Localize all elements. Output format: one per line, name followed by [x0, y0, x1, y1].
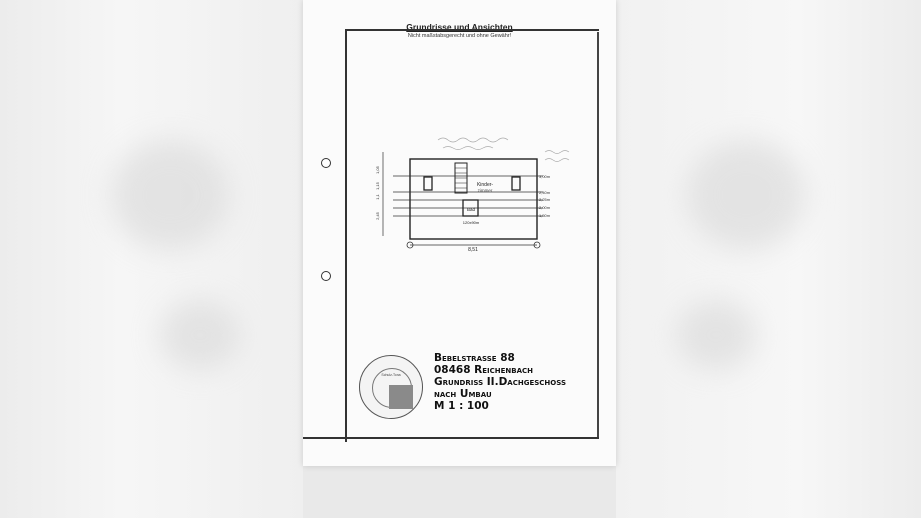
- stamp-text: Schulz-Tona: [381, 373, 401, 377]
- scale-label: M 1 : 100: [434, 400, 489, 412]
- window-right: [511, 176, 521, 191]
- dim-label: 2,45: [375, 211, 380, 220]
- sheet-disclaimer: Nicht maßstabsgerecht und ohne Gewähr!: [407, 33, 512, 39]
- height-label: 3,00m: [539, 174, 551, 179]
- handwritten-note: [544, 150, 570, 154]
- frame-line: [345, 29, 347, 442]
- handwritten-note: [442, 146, 494, 150]
- background-left: [0, 0, 303, 518]
- bath-label: Bad: [467, 207, 476, 212]
- handwritten-note: [544, 158, 570, 162]
- frame-line: [303, 437, 599, 439]
- height-label: 2,40m: [539, 190, 551, 195]
- punch-hole: [321, 271, 331, 281]
- dim-label: 1,1: [375, 193, 380, 199]
- background-right: [616, 0, 921, 518]
- floorplan-sheet: Grundrisse und Ansichten Nicht maßstabsg…: [303, 0, 616, 466]
- width-dimension: 8,51: [468, 247, 478, 253]
- bath-room: [462, 199, 479, 217]
- plan-state: nach Umbau: [434, 388, 492, 400]
- plan-title: Grundriss II.Dachgeschoss: [434, 376, 566, 388]
- city-line: 08468 Reichenbach: [434, 364, 534, 376]
- building-outline: [409, 158, 538, 240]
- floorplan-drawing: Kinder- zimmer Bad 120x90m 8,51 1,05 1,1…: [375, 137, 570, 253]
- dim-label: 1,15: [375, 181, 380, 190]
- height-label: 1,50m: [539, 213, 551, 218]
- title-block: Bebelstrasse 88 08468 Reichenbach Grundr…: [434, 352, 566, 412]
- handwritten-note: [437, 137, 509, 143]
- punch-hole: [321, 158, 331, 168]
- seal-stamp: Schulz-Tona: [359, 355, 423, 419]
- frame-line: [597, 32, 599, 437]
- address-line: Bebelstrasse 88: [434, 352, 515, 364]
- dim-label: 1,05: [375, 165, 380, 174]
- frame-line: [345, 29, 599, 31]
- window-left: [423, 176, 433, 191]
- sheet-heading: Grundrisse und Ansichten: [406, 22, 513, 32]
- window-note: 120x90m: [463, 220, 480, 225]
- room-sublabel: zimmer: [478, 188, 493, 193]
- height-label: 2,00m: [539, 205, 551, 210]
- height-label: 2,25m: [539, 197, 551, 202]
- room-label: Kinder-: [477, 182, 493, 188]
- redaction-box: [389, 385, 413, 409]
